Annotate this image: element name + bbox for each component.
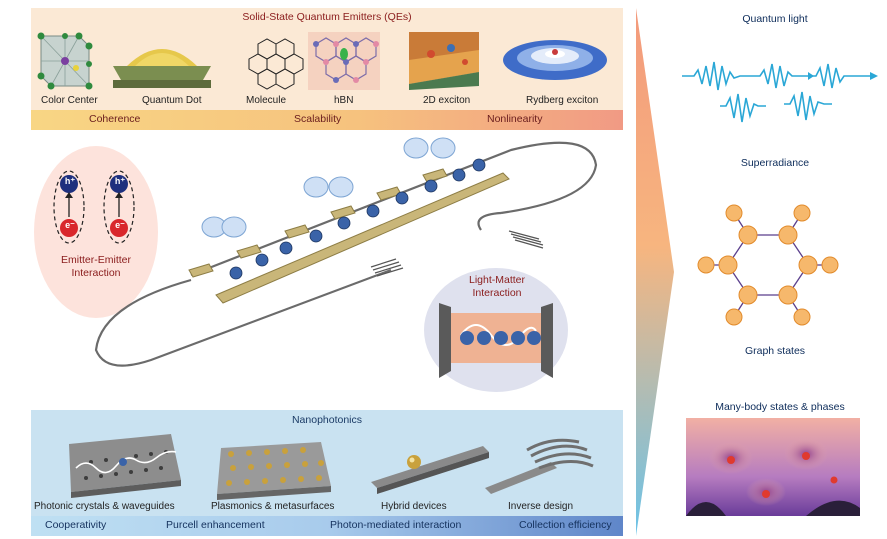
gold-pads	[188, 168, 448, 278]
property-scalability: Scalability	[294, 113, 342, 125]
photon-blobs	[201, 137, 456, 238]
bottom-property-bar: Cooperativity Purcell enhancement Photon…	[31, 516, 623, 536]
gold-waveguide	[215, 172, 510, 304]
emitter-label-rydberg-exciton: Rydberg exciton	[526, 95, 599, 106]
light-matter-label-line1: Light-Matter	[468, 274, 526, 286]
2d-exciton-icon	[409, 32, 479, 90]
property-nonlinearity: Nonlinearity	[487, 113, 543, 125]
emitter-label-color-center: Color Center	[41, 95, 98, 106]
electron-label-right: e⁻	[115, 220, 125, 230]
hbn-icon	[308, 32, 380, 90]
emitter-label-2d-exciton: 2D exciton	[423, 95, 471, 106]
light-matter-label-line2: Interaction	[472, 287, 522, 299]
property-coherence: Coherence	[89, 113, 141, 125]
fiber-loop	[94, 141, 598, 367]
emitter-images	[37, 32, 607, 90]
quantum-light-waves	[682, 61, 878, 123]
gradient-arrow	[636, 8, 674, 536]
right-label-many-body: Many-body states & phases	[715, 401, 845, 413]
quantum-dot-icon	[113, 49, 211, 88]
property-purcell-enhancement: Purcell enhancement	[166, 519, 265, 531]
emitter-emitter-label-line2: Interaction	[71, 267, 121, 279]
hole-label-right: h⁺	[114, 176, 126, 186]
emitter-label-molecule: Molecule	[246, 95, 287, 106]
device-label-photonic-crystals: Photonic crystals & waveguides	[34, 501, 175, 512]
light-matter-bubble	[424, 268, 568, 392]
color-center-icon	[37, 32, 93, 90]
right-label-superradiance: Superradiance	[740, 157, 810, 169]
inverse-design-icon	[485, 438, 594, 494]
property-cooperativity: Cooperativity	[45, 519, 107, 531]
property-collection-efficiency: Collection efficiency	[519, 519, 612, 531]
emitter-label-hbn: hBN	[334, 95, 354, 106]
hole-label-left: h⁺	[64, 176, 76, 186]
hybrid-device-icon	[371, 446, 489, 494]
emitter-spheres	[229, 158, 486, 280]
grating-couplers	[370, 230, 544, 277]
right-label-graph-states: Graph states	[744, 345, 806, 357]
center-illustration	[34, 137, 598, 392]
rydberg-exciton-icon	[503, 40, 607, 80]
device-label-plasmonics: Plasmonics & metasurfaces	[211, 501, 335, 512]
device-label-inverse-design: Inverse design	[508, 501, 574, 512]
bottom-panel-title: Nanophotonics	[291, 414, 363, 426]
molecule-icon	[248, 38, 304, 90]
photonic-crystal-icon	[69, 434, 181, 498]
electron-label-left: e⁻	[65, 220, 75, 230]
emitter-emitter-label-line1: Emitter-Emitter	[60, 254, 131, 266]
right-label-quantum-light: Quantum light	[742, 13, 808, 25]
graph-state-diagram	[697, 204, 839, 326]
device-images	[69, 434, 594, 500]
many-body-landscape	[686, 418, 860, 516]
emitter-emitter-bubble	[34, 146, 158, 318]
top-property-bar: Coherence Scalability Nonlinearity	[31, 110, 623, 130]
device-label-hybrid: Hybrid devices	[381, 501, 447, 512]
top-panel-title: Solid-State Quantum Emitters (QEs)	[242, 11, 412, 23]
emitter-label-quantum-dot: Quantum Dot	[142, 95, 202, 106]
plasmonic-metasurface-icon	[217, 442, 331, 500]
property-photon-mediated: Photon-mediated interaction	[330, 519, 462, 531]
